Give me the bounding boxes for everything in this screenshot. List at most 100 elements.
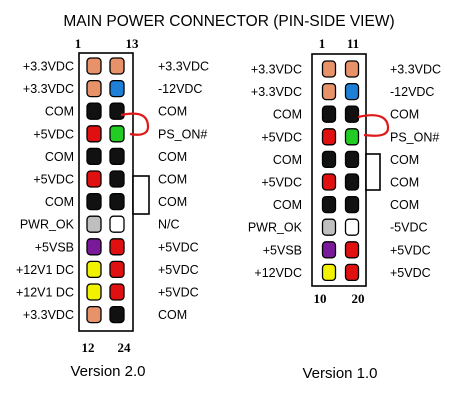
v2-left-label-9: +5VSB (35, 240, 74, 254)
v2-left-label-4: +5VDC (33, 127, 74, 141)
v1-left-label-8: PWR_OK (248, 221, 303, 235)
v1-pin-left-10 (321, 263, 337, 282)
v1-pin-left-3 (321, 105, 337, 123)
v2-pin-right-11 (109, 283, 125, 301)
v2-pin-left-4 (86, 125, 102, 143)
v2-left-label-8: PWR_OK (20, 218, 75, 232)
v2-right-label-7: COM (158, 195, 187, 209)
v2-latch (132, 175, 150, 215)
v1-labels: +3.3VDC +3.3VDC +3.3VDC -12VDC COM COM +5VDC PS… (248, 63, 441, 280)
v1-pin-number-bottom-left: 10 (314, 291, 327, 306)
v2-left-label-12: +3.3VDC (23, 308, 74, 322)
v2-right-label-3: COM (158, 105, 187, 119)
v1-left-label-3: COM (273, 108, 302, 122)
v2-pin-left-7 (86, 192, 102, 211)
v2-right-label-1: +3.3VDC (158, 60, 209, 74)
v1-version-label: Version 1.0 (302, 365, 377, 382)
v1-pin-right-9 (344, 241, 360, 259)
v1-left-label-9: +5VSB (263, 243, 302, 257)
v1-pin-right-3 (344, 105, 360, 123)
v2-pin-left-3 (86, 102, 102, 120)
v2-left-label-3: COM (45, 105, 74, 119)
v2-left-label-2: +3.3VDC (23, 82, 74, 96)
v1-pin-right-2 (344, 82, 360, 101)
v2-left-label-10: +12V1 DC (16, 263, 74, 277)
v1-pin-right-1 (344, 60, 360, 78)
v2-pin-right-4 (109, 125, 125, 143)
v2-pin-number-bottom-right: 24 (118, 340, 132, 355)
v1-right-label-3: COM (390, 108, 419, 122)
v1-pin-number-top-right: 11 (347, 36, 359, 51)
v2-left-label-11: +12V1 DC (16, 286, 74, 300)
v2-pin-right-6 (109, 170, 125, 188)
v1-pin-right-6 (344, 173, 360, 191)
v1-right-label-7: COM (390, 198, 419, 212)
v2-pin-right-10 (109, 260, 125, 279)
connector-v2: 1 13 12 24 +3.3VDC+3.3VDC+3.3VDC-12VDCCO… (16, 36, 209, 380)
v2-right-label-2: -12VDC (158, 82, 202, 96)
v1-pin-right-4 (344, 128, 360, 146)
v2-left-label-6: +5VDC (33, 173, 74, 187)
v1-latch (365, 153, 381, 191)
v2-pin-right-5 (109, 147, 125, 166)
v1-pin-right-8 (344, 218, 360, 236)
v2-pin-number-bottom-left: 12 (82, 340, 95, 355)
v2-right-label-8: N/C (158, 218, 180, 232)
v2-right-label-4: PS_ON# (158, 127, 207, 141)
v2-right-label-6: COM (158, 173, 187, 187)
v1-pin-right-10 (344, 263, 360, 282)
v2-right-label-10: +5VDC (158, 263, 199, 277)
v1-left-label-1: +3.3VDC (251, 63, 302, 77)
v1-left-label-6: +5VDC (261, 176, 302, 190)
v1-pin-grid (321, 60, 360, 282)
v2-pin-left-9 (86, 238, 102, 256)
v1-pin-left-1 (321, 60, 337, 78)
v2-pin-right-12 (109, 305, 125, 324)
v2-pin-left-11 (86, 283, 102, 301)
v1-pin-left-7 (321, 195, 337, 214)
v1-left-label-10: +12VDC (254, 266, 302, 280)
v2-version-label: Version 2.0 (70, 363, 145, 380)
v2-right-label-9: +5VDC (158, 240, 199, 254)
v2-labels: +3.3VDC +3.3VDC +3.3VDC -12VDC COM COM +5VDC PS… (16, 60, 209, 323)
v1-right-label-10: +5VDC (390, 266, 431, 280)
v2-pin-left-5 (86, 147, 102, 166)
v1-pin-number-top-left: 1 (319, 36, 326, 51)
v1-pin-left-8 (321, 218, 337, 236)
v2-right-label-5: COM (158, 150, 187, 164)
v1-left-label-4: +5VDC (261, 130, 302, 144)
connector-v1: 1 11 10 20 +3.3VDC +3.3VDC +3.3VDC -12VDC CO… (248, 36, 441, 382)
v1-pin-right-7 (344, 195, 360, 214)
v2-left-label-5: COM (45, 150, 74, 164)
v1-left-label-7: COM (273, 198, 302, 212)
v2-pin-left-8 (86, 215, 102, 233)
v1-right-label-1: +3.3VDC (390, 63, 441, 77)
v1-left-label-2: +3.3VDC (251, 85, 302, 99)
v2-pin-left-2 (86, 79, 102, 98)
v1-pin-right-5 (344, 150, 360, 169)
v2-pin-grid (86, 57, 125, 324)
v2-pin-right-7 (109, 192, 125, 211)
v2-right-label-11: +5VDC (158, 286, 199, 300)
v1-right-label-2: -12VDC (390, 85, 434, 99)
v1-right-label-8: -5VDC (390, 221, 428, 235)
v1-pin-number-bottom-right: 20 (352, 291, 365, 306)
v2-pin-right-3 (109, 102, 125, 120)
v2-right-label-12: COM (158, 308, 187, 322)
v1-pin-left-6 (321, 173, 337, 191)
v2-pin-left-12 (86, 305, 102, 324)
diagram-title: MAIN POWER CONNECTOR (PIN-SIDE VIEW) (63, 13, 394, 30)
v1-right-label-9: +5VDC (390, 243, 431, 257)
v1-pin-left-2 (321, 82, 337, 101)
v1-ps-on-jumper-wire (357, 114, 390, 137)
v2-pin-right-2 (109, 79, 125, 98)
v2-pin-right-1 (109, 57, 125, 75)
v1-right-label-4: PS_ON# (390, 130, 439, 144)
v1-pin-left-9 (321, 241, 337, 259)
v1-right-label-5: COM (390, 153, 419, 167)
v2-left-label-7: COM (45, 195, 74, 209)
v1-pin-left-5 (321, 150, 337, 169)
v1-pin-left-4 (321, 128, 337, 146)
